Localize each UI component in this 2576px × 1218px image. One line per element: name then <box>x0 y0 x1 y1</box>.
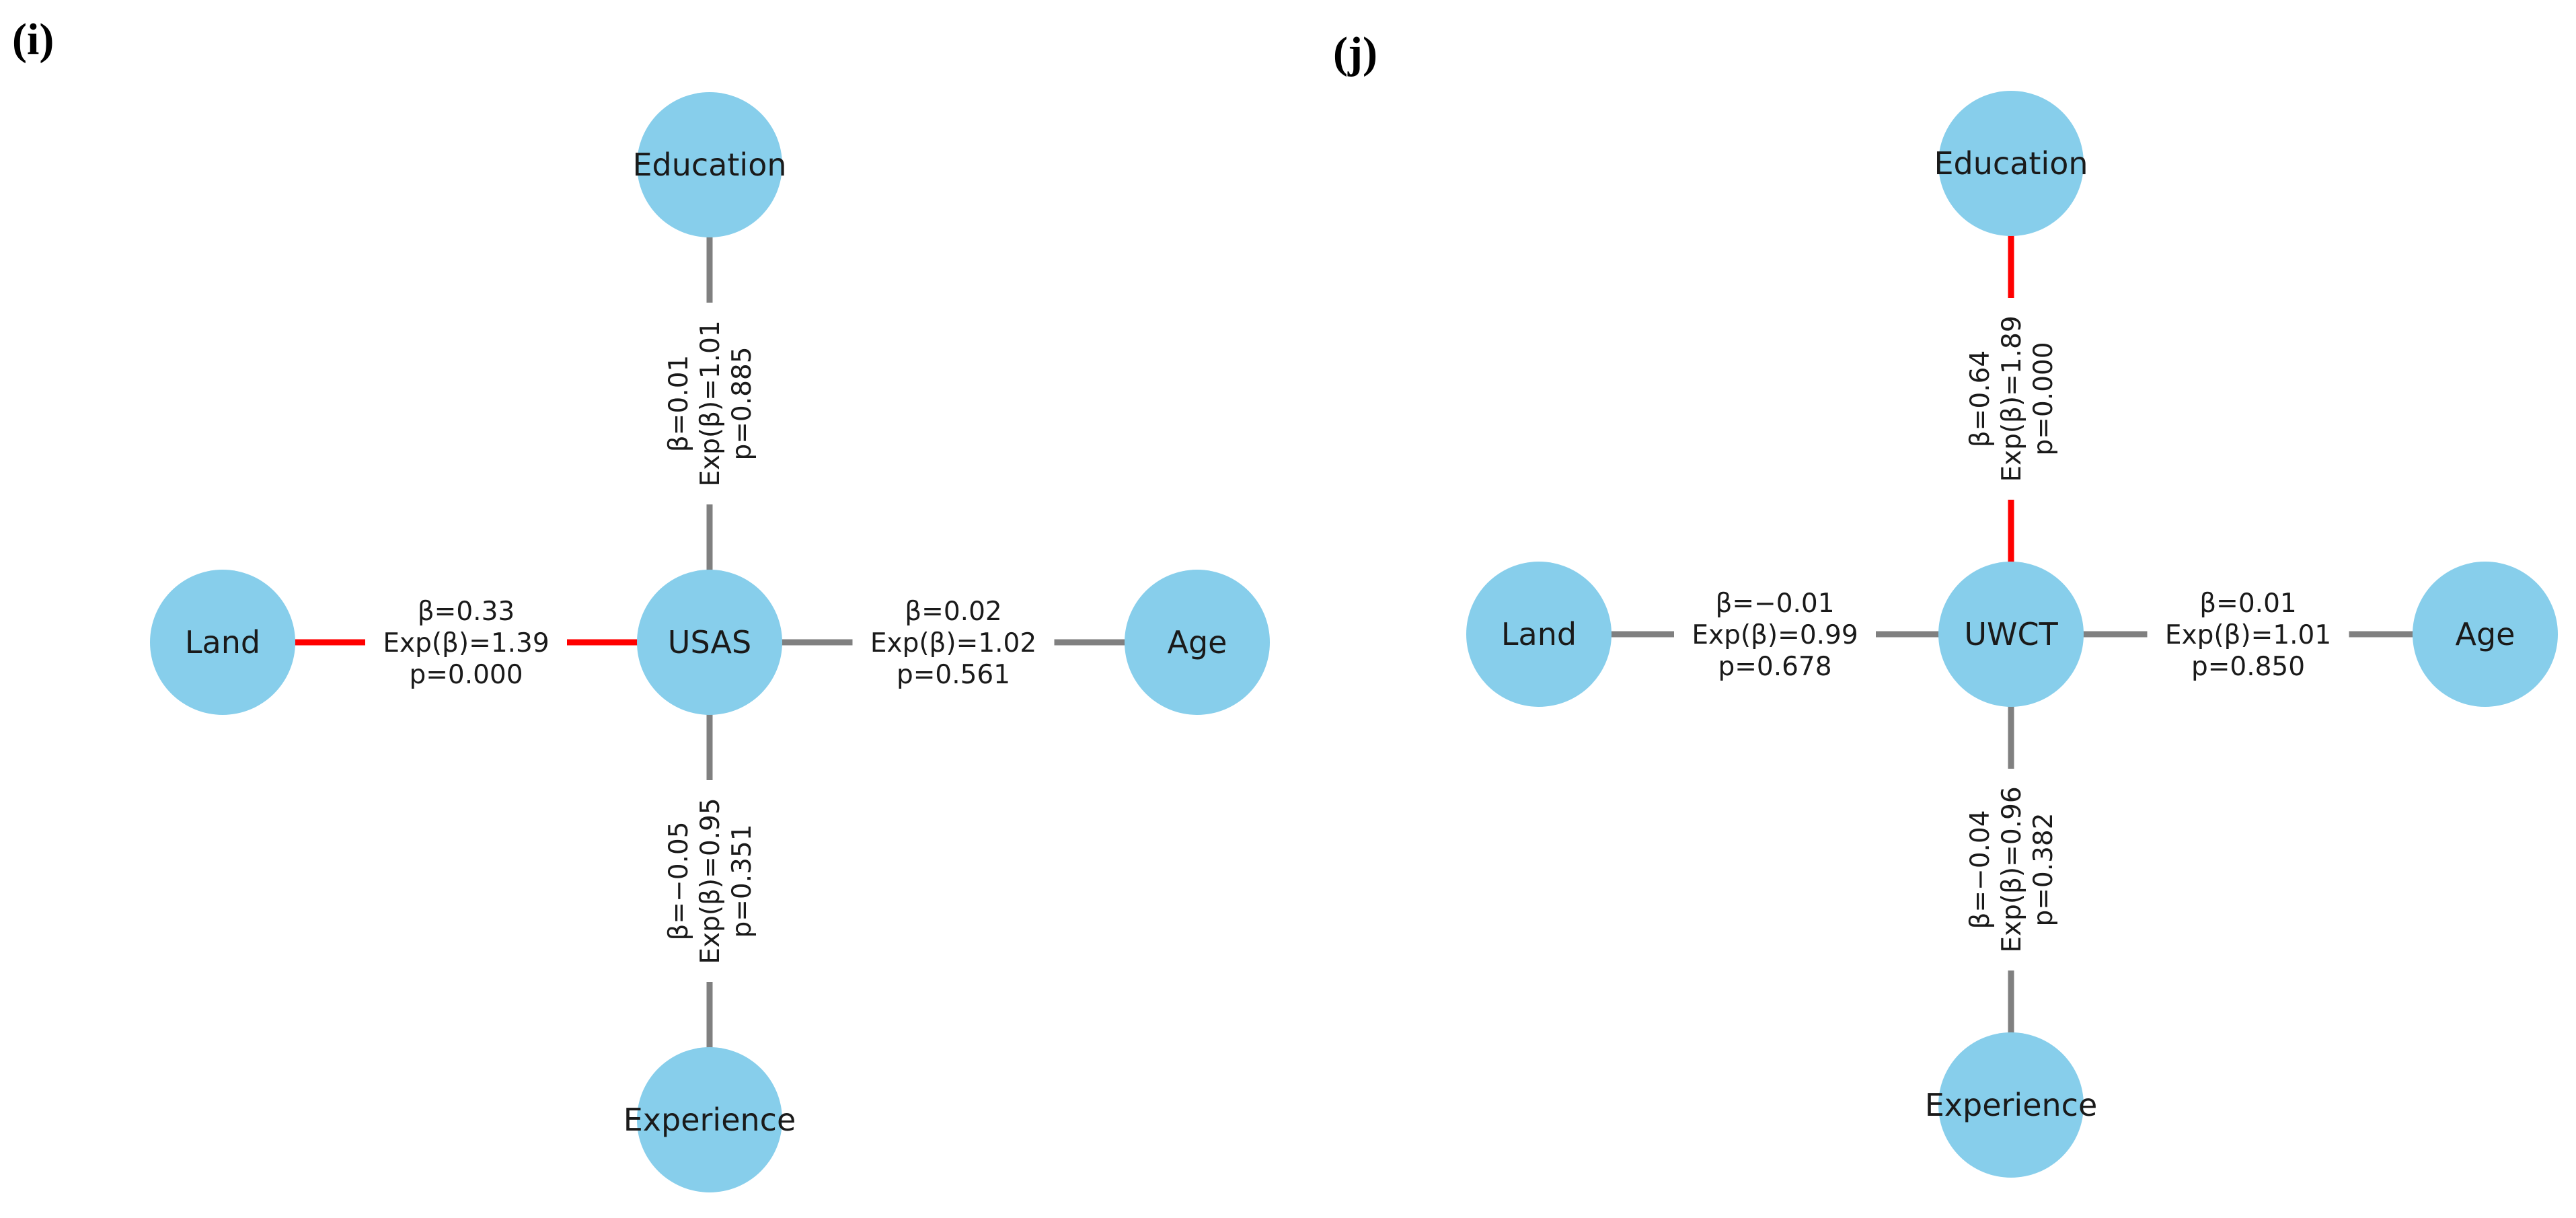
edge-exp-text: Exp(β)=1.02 <box>870 628 1036 658</box>
center-node-label: UWCT <box>1964 616 2058 652</box>
edge-exp-text: Exp(β)=1.01 <box>695 320 726 486</box>
edge-label-background <box>2147 582 2349 684</box>
node-experience: Experience <box>623 1047 796 1192</box>
node-circle <box>150 570 295 715</box>
node-circle <box>1938 1032 2084 1178</box>
edge-p-text: p=0.850 <box>2191 652 2305 682</box>
edge-exp-text: Exp(β)=1.39 <box>383 628 549 658</box>
edge-p-text: p=0.382 <box>2029 812 2059 926</box>
node-label: Age <box>2456 616 2515 652</box>
node-education: Education <box>632 92 787 237</box>
edge-beta-text: β=0.64 <box>1965 350 1996 447</box>
node-label: Education <box>1934 145 2088 182</box>
node-circle <box>1125 570 1270 715</box>
edge-exp-text: Exp(β)=0.99 <box>1692 620 1858 650</box>
edge-beta-text: β=0.01 <box>664 355 694 452</box>
edge-beta-text: β=−0.04 <box>1965 810 1996 929</box>
center-node-label: USAS <box>668 624 751 660</box>
node-label: Education <box>632 147 786 183</box>
edge-label-background <box>1674 582 1876 684</box>
node-land: Land <box>150 570 295 715</box>
edge-label-background <box>657 303 759 504</box>
node-label: Experience <box>1925 1087 2098 1123</box>
node-age: Age <box>2413 562 2558 707</box>
node-label: Land <box>185 624 260 660</box>
edge-exp-text: Exp(β)=0.96 <box>1997 786 2027 952</box>
node-center: USAS <box>637 570 782 715</box>
edge-p-text: p=0.885 <box>727 346 757 460</box>
edge-beta-text: β=−0.01 <box>1715 588 1834 619</box>
panel-label: (j) <box>1333 28 1377 77</box>
node-education: Education <box>1934 91 2088 236</box>
edge-label-background <box>365 590 567 692</box>
edge-beta-text: β=0.33 <box>418 597 515 627</box>
center-node-circle <box>637 570 782 715</box>
edge-beta-text: β=0.01 <box>2199 588 2296 619</box>
edge-p-text: p=0.561 <box>897 660 1010 690</box>
edge-label-background <box>852 590 1055 692</box>
edge-label-background <box>657 780 759 982</box>
center-node-circle <box>1938 562 2084 707</box>
panel-label: (i) <box>12 15 54 64</box>
edge-beta-text: β=0.02 <box>905 597 1001 627</box>
node-label: Experience <box>623 1102 796 1138</box>
node-label: Land <box>1501 616 1577 652</box>
node-circle <box>1466 562 1612 707</box>
node-circle <box>637 1047 782 1192</box>
node-age: Age <box>1125 570 1270 715</box>
edge-p-text: p=0.000 <box>2029 342 2059 455</box>
edge-p-text: p=0.000 <box>409 660 523 690</box>
node-experience: Experience <box>1925 1032 2098 1178</box>
node-center: UWCT <box>1938 562 2084 707</box>
edge-p-text: p=0.351 <box>727 824 757 938</box>
node-circle <box>637 92 782 237</box>
edge-label-background <box>1959 298 2061 500</box>
edge-exp-text: Exp(β)=0.95 <box>695 798 726 964</box>
edge-exp-text: Exp(β)=1.01 <box>2165 620 2331 650</box>
node-land: Land <box>1466 562 1612 707</box>
edge-exp-text: Exp(β)=1.89 <box>1997 315 2027 482</box>
node-circle <box>2413 562 2558 707</box>
node-label: Age <box>1168 624 1227 660</box>
edge-p-text: p=0.678 <box>1718 652 1831 682</box>
edge-beta-text: β=−0.05 <box>664 821 694 940</box>
node-circle <box>1938 91 2084 236</box>
edge-label-background <box>1959 769 2061 970</box>
